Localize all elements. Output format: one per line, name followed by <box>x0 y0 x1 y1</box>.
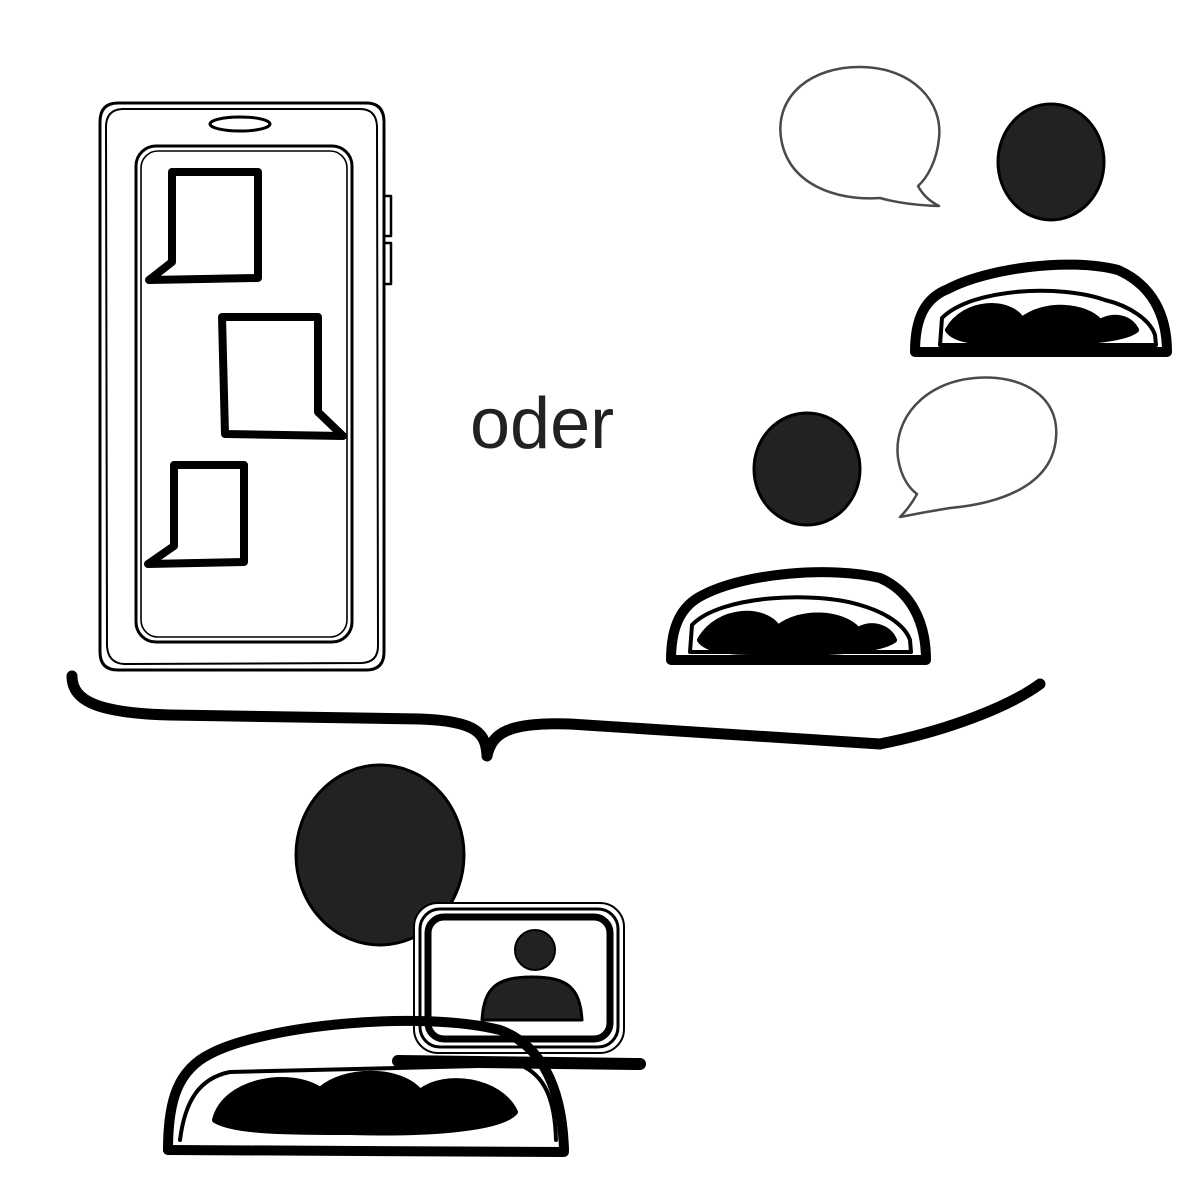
person-icon <box>294 763 466 947</box>
person-icon <box>163 1015 569 1157</box>
smartphone-icon <box>98 101 393 672</box>
video-call-icon <box>480 929 584 1022</box>
person-icon <box>666 411 931 665</box>
speech-bubble-icon <box>779 65 941 208</box>
person-icon <box>910 102 1172 357</box>
speech-bubble-icon <box>896 376 1058 519</box>
curly-brace-icon <box>66 670 1046 762</box>
chat-bubble-icon <box>144 168 347 568</box>
connector-word: oder <box>470 384 615 464</box>
